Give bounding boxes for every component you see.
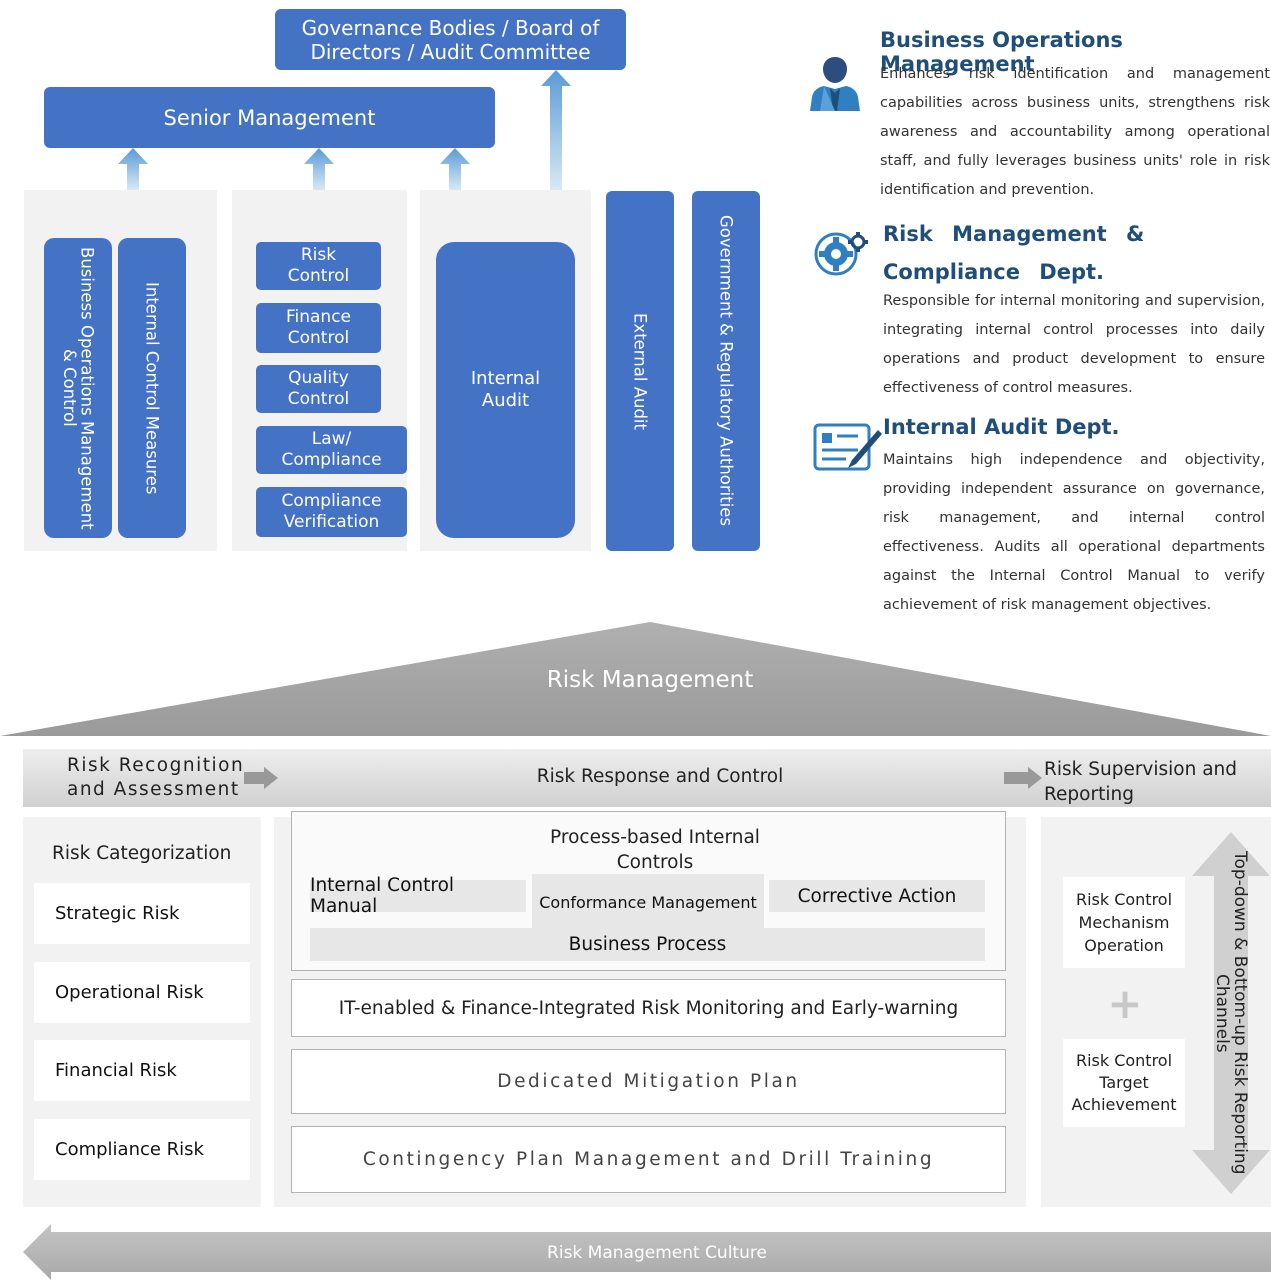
description-text: Enhances risk identification and managem… [880,66,1270,198]
category-strategic: Strategic Risk [34,883,250,944]
reporting-channels-label: Top-down & Bottom-up Risk Reporting Chan… [1212,851,1250,1175]
header-response: Risk Response and Control [536,766,784,787]
arrow-up-icon [118,148,148,190]
description-text: Maintains high independence and objectiv… [883,452,1265,613]
quality-control-box: Quality Control [256,365,381,413]
arrow-up-icon [304,148,334,190]
senior-management-box: Senior Management [44,87,495,148]
target-achievement-box: Risk Control Target Achievement [1063,1039,1185,1127]
arrow-up-long-icon [541,70,571,190]
culture-label: Risk Management Culture [547,1243,767,1263]
business-process: Business Process [310,928,985,961]
mechanism-operation-box: Risk Control Mechanism Operation [1063,877,1185,968]
category-compliance: Compliance Risk [34,1119,250,1180]
external-audit-bar: External Audit [606,191,674,551]
law-compliance-box: Law/ Compliance [256,426,407,474]
internal-control-measures-bar: Internal Control Measures [118,238,186,538]
description-title: Risk Management & Compliance Dept. [883,222,1145,284]
description-title: Internal Audit Dept. [883,415,1120,439]
plus-sign: + [1107,979,1143,1028]
risk-management-roof [0,622,1271,736]
arrow-right-icon [244,767,278,789]
conformance-management: Conformance Management [532,874,764,930]
internal-control-manual: Internal Control Manual [310,875,526,917]
category-financial: Financial Risk [34,1040,250,1101]
categorization-title: Risk Categorization [52,843,232,864]
process-controls-title: Process-based Internal Controls [550,827,760,873]
roof-title: Risk Management [546,667,754,693]
compliance-verification-box: Compliance Verification [256,487,407,537]
business-operations-bar: Business Operations Management & Control [44,238,112,538]
internal-audit-box: Internal Audit [436,242,575,538]
finance-control-box: Finance Control [256,303,381,353]
risk-header-bar [23,749,1271,807]
risk-control-box: Risk Control [256,242,381,290]
header-recognition: Risk Recognition and Assessment [67,755,245,800]
category-operational: Operational Risk [34,962,250,1023]
mitigation-plan-box: Dedicated Mitigation Plan [291,1049,1006,1114]
governance-box: Governance Bodies / Board of Directors /… [275,9,626,70]
government-regulatory-bar: Government & Regulatory Authorities [692,191,760,551]
corrective-action: Corrective Action [769,880,985,912]
person-icon [810,57,860,111]
contingency-plan-box: Contingency Plan Management and Drill Tr… [291,1126,1006,1193]
audit-document-icon [813,423,882,471]
header-supervision: Risk Supervision and Reporting [1044,759,1238,805]
description-text: Responsible for internal monitoring and … [883,293,1265,396]
arrow-right-icon [1004,767,1042,789]
gear-icon [814,232,868,276]
culture-arrow [23,1224,1271,1280]
description-title: Business Operations Management [880,28,1123,76]
arrow-up-icon [440,148,470,190]
it-monitoring-box: IT-enabled & Finance-Integrated Risk Mon… [291,979,1006,1037]
double-arrow-vertical-icon [1192,832,1270,1194]
